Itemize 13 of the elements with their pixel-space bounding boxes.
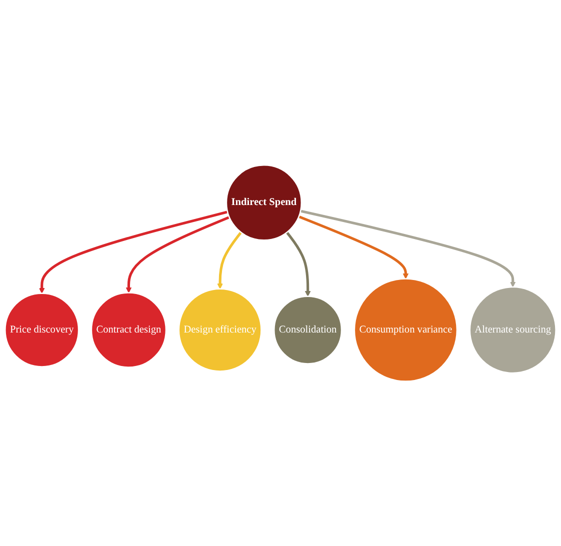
arrow xyxy=(217,231,242,289)
arrow xyxy=(300,209,516,288)
node-circle: Price discovery xyxy=(4,292,80,368)
arrow xyxy=(286,231,311,296)
arrow xyxy=(39,210,228,294)
node-circle: Indirect Spend xyxy=(226,164,302,241)
node-circle: Design efficiency xyxy=(178,288,262,372)
node-circle: Alternate sourcing xyxy=(469,286,556,374)
arrow xyxy=(298,215,409,279)
node-circle: Consumption variance xyxy=(354,278,458,382)
node-circle: Contract design xyxy=(90,292,167,368)
node-circle: Consolidation xyxy=(273,295,342,364)
arrow xyxy=(126,216,230,293)
